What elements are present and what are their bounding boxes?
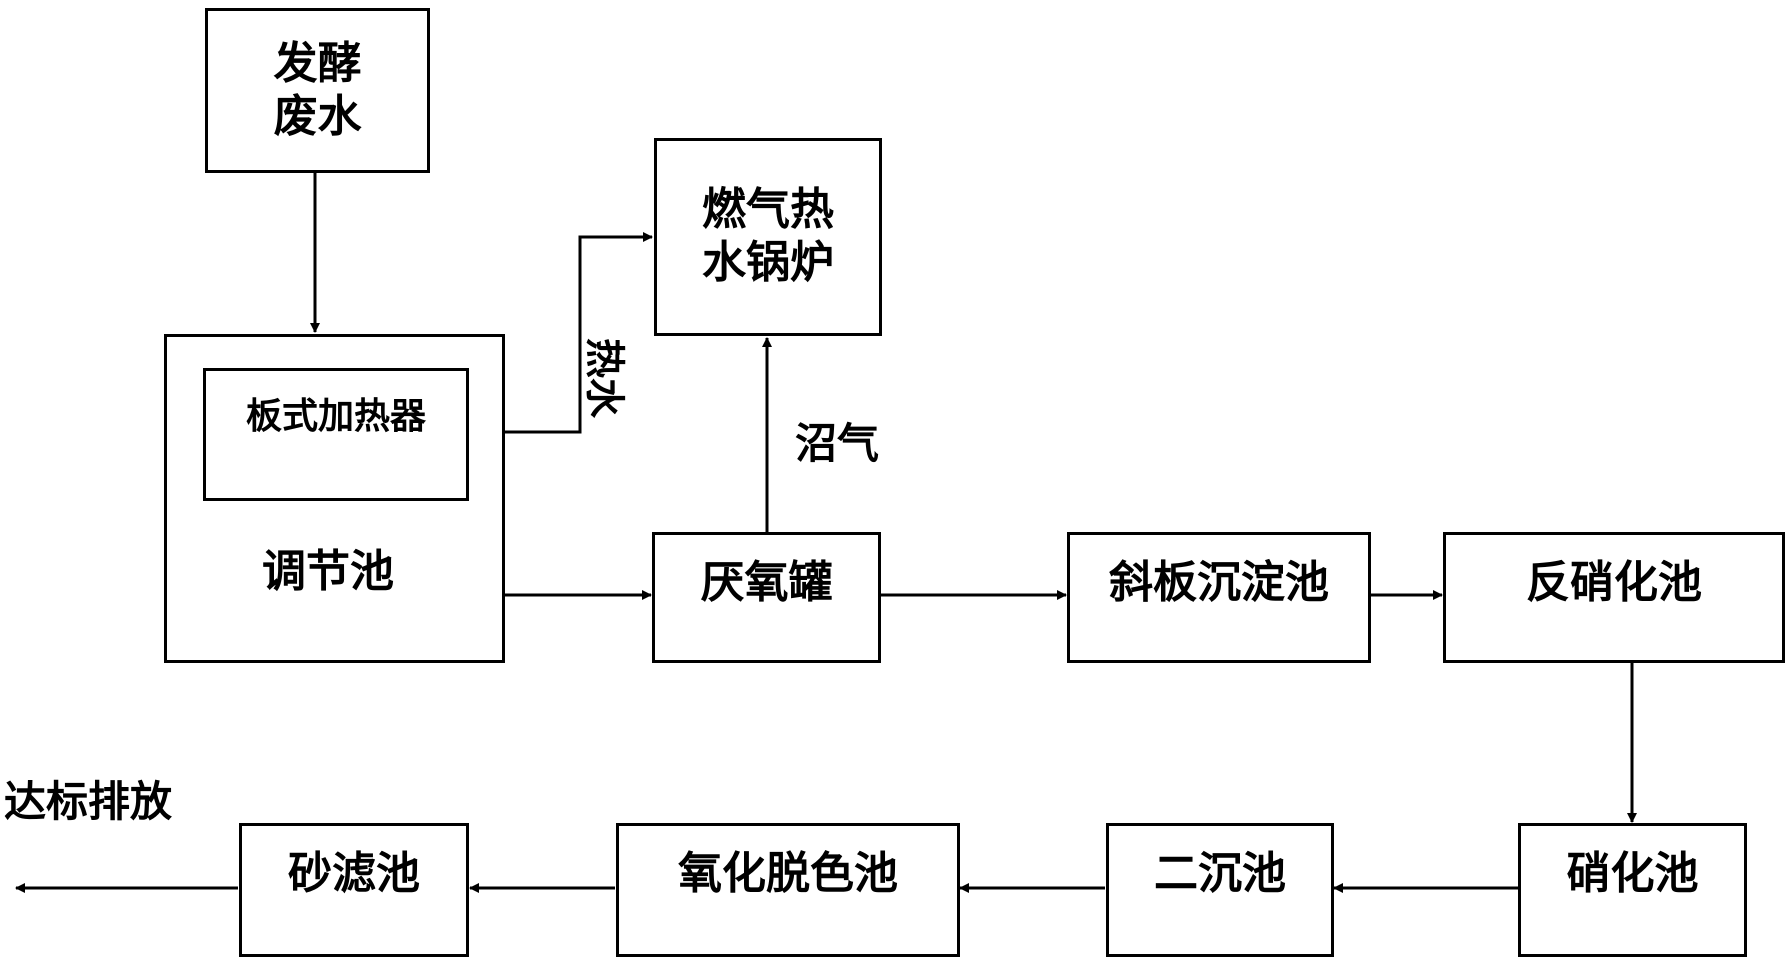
- oxidation-decolor-tank-box: 氧化脱色池: [616, 823, 960, 957]
- plate-heater-label: 板式加热器: [245, 396, 426, 437]
- inclined-plate-settler-box: 斜板沉淀池: [1067, 532, 1371, 663]
- gas-boiler-box: 燃气热 水锅炉: [654, 138, 882, 336]
- denitrification-tank-box: 反硝化池: [1443, 532, 1785, 663]
- biogas-label: 沼气: [795, 419, 880, 468]
- discharge-label: 达标排放: [4, 777, 173, 826]
- sand-filter-box: 砂滤池: [239, 823, 469, 957]
- anaerobic-tank-box: 厌氧罐: [652, 532, 881, 663]
- gas-boiler-line1: 燃气热: [702, 184, 834, 236]
- plate-heater-box: 板式加热器: [203, 368, 469, 501]
- oxidation-decolor-tank-label: 氧化脱色池: [678, 848, 898, 899]
- gas-boiler-line2: 水锅炉: [702, 237, 834, 288]
- inclined-plate-settler-label: 斜板沉淀池: [1109, 557, 1329, 608]
- secondary-settler-box: 二沉池: [1106, 823, 1334, 957]
- nitrification-tank-label: 硝化池: [1566, 848, 1699, 899]
- sand-filter-label: 砂滤池: [288, 848, 420, 899]
- anaerobic-tank-label: 厌氧罐: [700, 557, 833, 608]
- fermentation-wastewater-line2: 废水: [273, 90, 362, 142]
- fermentation-wastewater-box: 发酵 废水: [205, 8, 430, 173]
- fermentation-wastewater-line1: 发酵: [273, 37, 362, 89]
- regulating-tank-label: 调节池: [262, 546, 394, 597]
- nitrification-tank-box: 硝化池: [1518, 823, 1747, 957]
- hot-water-label: 热水: [581, 338, 627, 418]
- denitrification-tank-label: 反硝化池: [1526, 557, 1702, 608]
- secondary-settler-label: 二沉池: [1154, 848, 1286, 899]
